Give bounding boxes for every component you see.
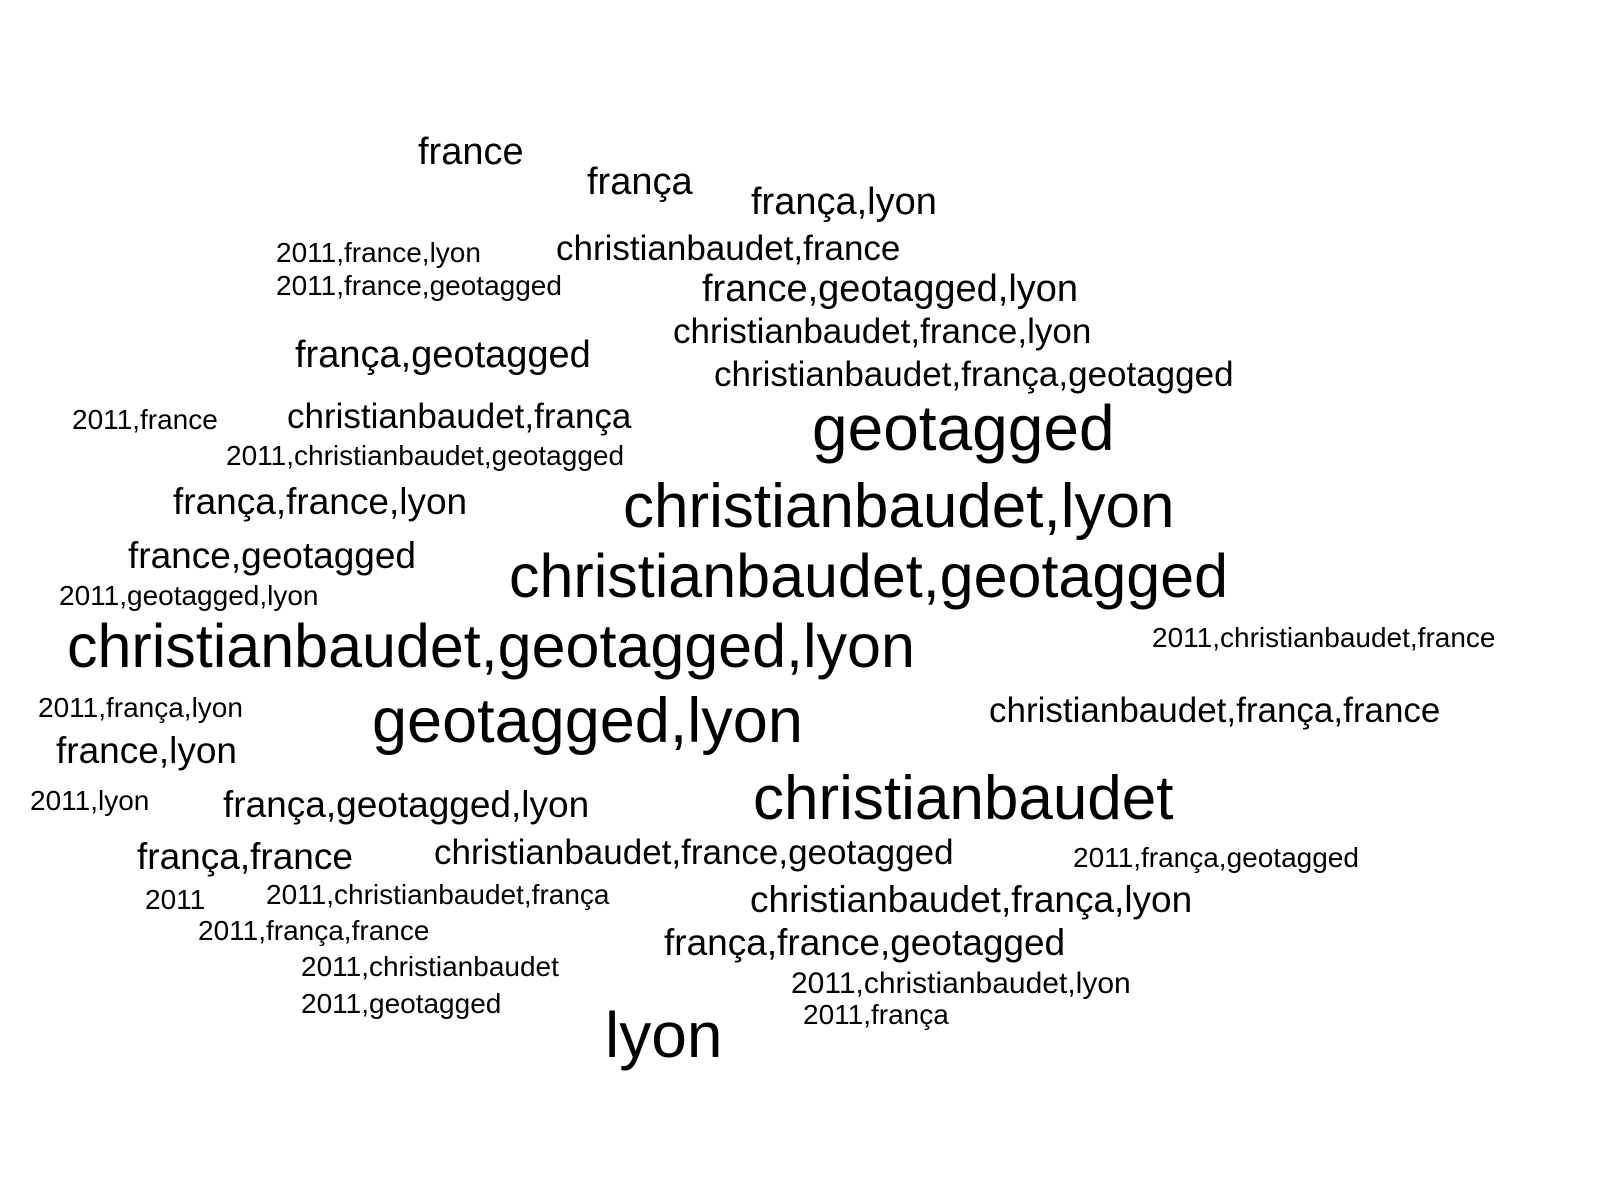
- word-11: christianbaudet,frança: [287, 397, 632, 436]
- word-5: 2011,france,geotagged: [276, 270, 562, 301]
- word-23: christianbaudet,frança,france: [989, 691, 1440, 730]
- word-33: christianbaudet,frança,lyon: [750, 879, 1192, 920]
- word-31: 2011: [145, 884, 205, 915]
- word-13: 2011,christianbaudet,geotagged: [226, 440, 624, 471]
- word-19: christianbaudet,geotagged,lyon: [67, 612, 915, 680]
- word-18: 2011,geotagged,lyon: [59, 580, 319, 611]
- word-8: frança,geotagged: [295, 334, 591, 376]
- word-32: 2011,christianbaudet,frança: [266, 879, 610, 910]
- word-4: christianbaudet,france: [556, 229, 900, 268]
- word-28: frança,france: [137, 836, 353, 877]
- word-40: 2011,frança: [803, 999, 949, 1030]
- word-20: 2011,christianbaudet,france: [1152, 622, 1496, 653]
- word-34: 2011,frança,france: [198, 915, 429, 946]
- word-1: frança: [587, 161, 693, 203]
- word-39: lyon: [605, 999, 722, 1071]
- word-17: christianbaudet,geotagged: [509, 542, 1228, 610]
- word-7: christianbaudet,france,lyon: [673, 312, 1091, 351]
- word-37: 2011,christianbaudet,lyon: [791, 967, 1131, 1000]
- word-35: frança,france,geotagged: [664, 922, 1065, 963]
- word-3: 2011,france,lyon: [276, 237, 481, 268]
- word-27: christianbaudet: [753, 764, 1174, 833]
- word-22: geotagged,lyon: [372, 686, 803, 756]
- word-2: frança,lyon: [751, 181, 937, 223]
- word-6: france,geotagged,lyon: [702, 268, 1078, 310]
- word-29: christianbaudet,france,geotagged: [434, 833, 954, 872]
- word-12: geotagged: [812, 392, 1115, 464]
- word-16: france,geotagged: [128, 535, 416, 576]
- word-30: 2011,frança,geotagged: [1073, 842, 1359, 873]
- word-26: frança,geotagged,lyon: [223, 784, 589, 825]
- word-10: 2011,france: [72, 404, 218, 435]
- word-21: 2011,frança,lyon: [38, 692, 243, 723]
- word-9: christianbaudet,frança,geotagged: [714, 355, 1234, 394]
- word-15: christianbaudet,lyon: [623, 472, 1174, 541]
- word-24: france,lyon: [56, 730, 237, 771]
- word-14: frança,france,lyon: [173, 481, 467, 522]
- word-38: 2011,geotagged: [301, 988, 501, 1019]
- word-25: 2011,lyon: [30, 785, 149, 816]
- word-36: 2011,christianbaudet: [301, 951, 559, 982]
- word-0: france: [418, 131, 524, 173]
